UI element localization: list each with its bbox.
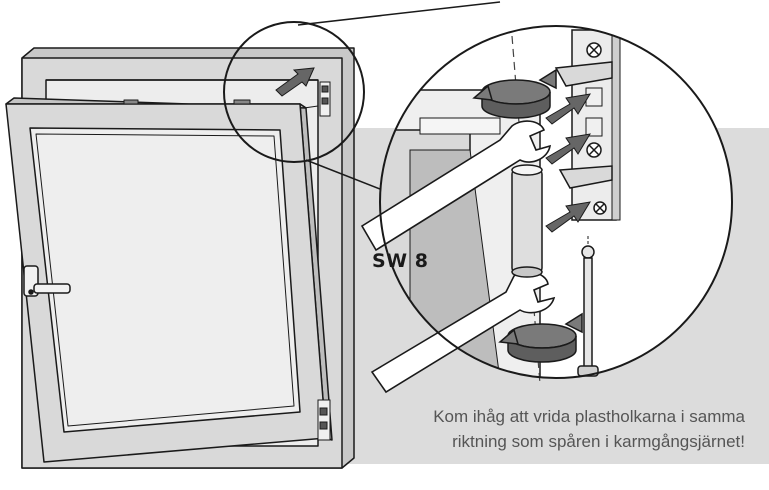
top-hinge-small	[303, 81, 331, 117]
rotate-arrow-upper	[472, 68, 557, 119]
caption-line-1: Kom ihåg att vrida plastholkarna i samma	[433, 407, 745, 426]
wrench-upper	[360, 120, 551, 252]
pointer-arrows	[545, 93, 591, 233]
wrench-size-label: SW 8	[372, 250, 429, 272]
small-pointer-arrow	[275, 67, 315, 97]
zoom-circle-outline	[379, 25, 733, 379]
rotate-arrow-lower	[498, 312, 583, 363]
magnify-circle	[223, 21, 365, 163]
bottom-hinge-small	[317, 399, 331, 441]
window-handle	[23, 265, 71, 297]
caption-line-2: riktning som spåren i karmgångsjärnet!	[452, 432, 745, 451]
instruction-caption: Kom ihåg att vrida plastholkarna i samma…	[385, 404, 745, 454]
window-sash	[5, 97, 333, 463]
plastic-bushing	[511, 164, 543, 278]
